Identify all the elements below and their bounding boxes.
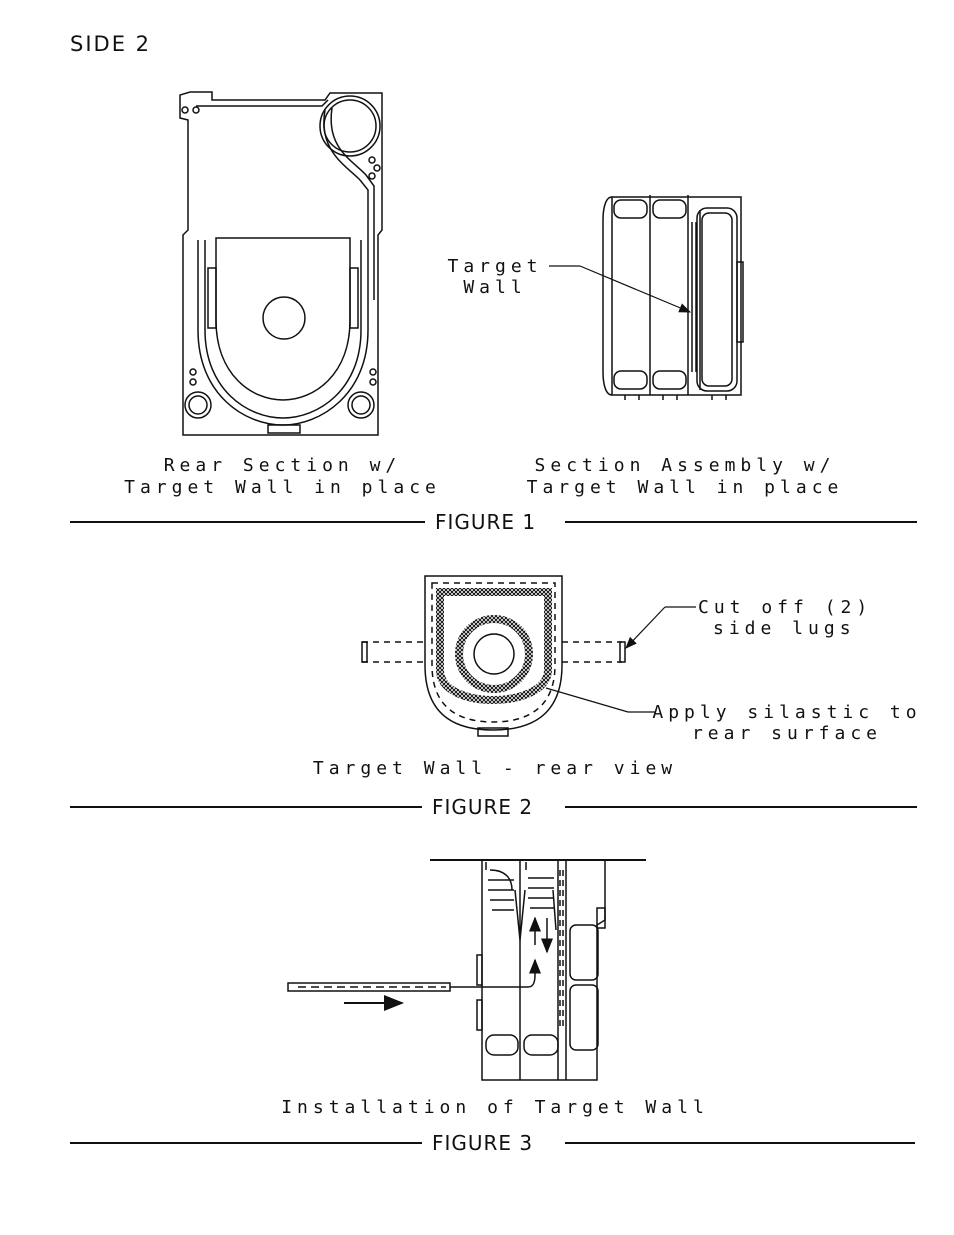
figure1-rule-left (70, 521, 425, 523)
rear-section-drawing (180, 92, 382, 435)
figure3-caption: FIGURE 3 (432, 1131, 533, 1155)
figure3-rule-right (565, 1142, 915, 1144)
rear-section-label: Rear Section w/ Target Wall in place (120, 455, 445, 499)
figure2-leaders (546, 607, 696, 712)
figure2-rule-right (565, 806, 917, 808)
installation-label: Installation of Target Wall (280, 1097, 710, 1118)
rear-section-label-line-2: Target Wall in place (120, 477, 445, 499)
section-assembly-drawing (603, 195, 743, 400)
silastic-callout-line-2: rear surface (652, 723, 922, 744)
lugs-callout-line-1: Cut off (2) (698, 597, 872, 618)
silastic-callout-line-1: Apply silastic to (652, 702, 922, 723)
lugs-callout-line-2: side lugs (698, 618, 872, 639)
rear-section-label-line-1: Rear Section w/ (120, 455, 445, 477)
target-wall-rear-label: Target Wall - rear view (300, 758, 690, 779)
cut-off-lugs-callout: Cut off (2) side lugs (698, 597, 872, 639)
apply-silastic-callout: Apply silastic to rear surface (652, 702, 922, 744)
callout-line-2: Wall (440, 277, 550, 298)
callout-line-1: Target (440, 256, 550, 277)
target-wall-callout: Target Wall (440, 256, 550, 298)
section-assembly-label-line-1: Section Assembly w/ (520, 455, 850, 477)
section-assembly-label: Section Assembly w/ Target Wall in place (520, 455, 850, 499)
target-wall-rear-drawing (362, 576, 625, 736)
section-assembly-label-line-2: Target Wall in place (520, 477, 850, 499)
installation-drawing (288, 860, 646, 1080)
target-wall-leader (549, 266, 690, 312)
figure2-caption: FIGURE 2 (432, 795, 533, 819)
figure1-caption: FIGURE 1 (435, 510, 536, 534)
figure1-rule-right (565, 521, 917, 523)
figure2-rule-left (70, 806, 422, 808)
figure3-rule-left (70, 1142, 422, 1144)
